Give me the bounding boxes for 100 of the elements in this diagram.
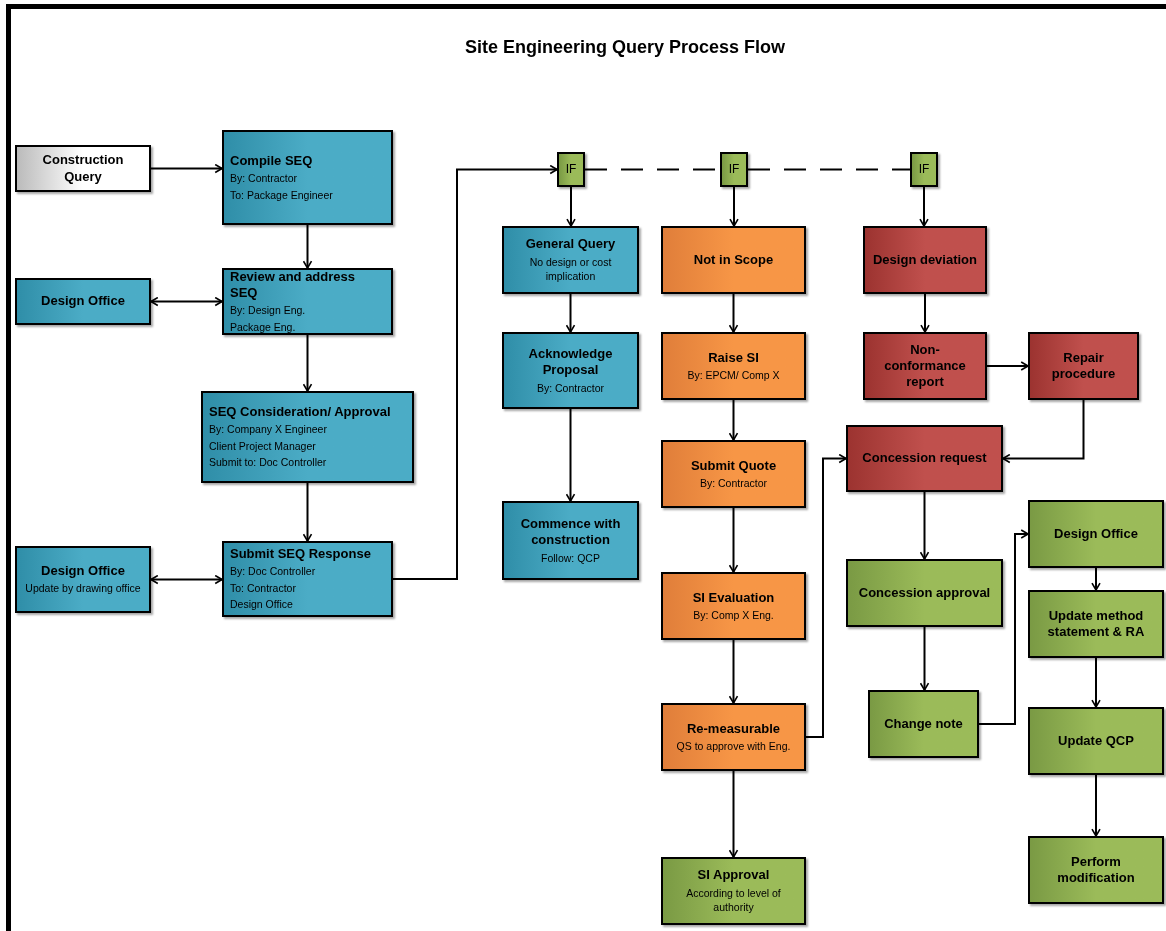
step-detail: To: Contractor	[230, 580, 296, 596]
process-box	[201, 391, 414, 483]
process-box	[846, 559, 1003, 627]
process-box	[863, 332, 987, 400]
arrow	[729, 186, 739, 227]
step-detail: Update by drawing office	[25, 581, 141, 596]
arrow	[392, 164, 558, 580]
step-detail: Client Project Manager	[209, 438, 316, 454]
process-box	[222, 130, 393, 225]
arrow	[919, 491, 930, 560]
arrow	[302, 334, 313, 392]
step-title: Concession approval	[858, 584, 991, 602]
step-title: Review and address SEQ	[230, 268, 356, 302]
condition-label: IF	[728, 162, 740, 177]
step-detail: Package Eng.	[230, 319, 296, 335]
step-title: Update QCP	[1058, 732, 1134, 750]
step-title: Design Office	[41, 293, 125, 310]
step-title: Update method statement & RA	[1046, 607, 1146, 641]
condition-label: IF	[565, 162, 577, 177]
step-title: Submit Quote	[690, 457, 777, 474]
process-box	[863, 226, 987, 294]
step-title: Acknowledge Proposal	[527, 346, 614, 379]
step-title: Design Office	[1054, 525, 1138, 543]
condition-box	[720, 152, 748, 187]
arrow	[1091, 657, 1101, 708]
process-box	[1028, 500, 1164, 568]
arrow	[302, 224, 313, 269]
step-detail: Submit to: Doc Controller	[209, 455, 327, 470]
step-title: Concession request	[862, 450, 987, 467]
process-box	[502, 501, 639, 580]
process-box	[502, 226, 639, 294]
condition-label: IF	[918, 162, 930, 177]
process-box	[846, 425, 1003, 492]
process-box	[1028, 590, 1164, 658]
step-detail: According to level of authority	[685, 885, 782, 915]
arrow	[920, 293, 930, 333]
arrow	[728, 293, 739, 333]
arrow	[919, 186, 929, 227]
step-title: Raise SI	[708, 349, 759, 366]
arrow	[150, 296, 223, 307]
process-box	[222, 268, 393, 335]
arrow	[1002, 399, 1085, 464]
arrow	[728, 399, 739, 441]
start-box	[15, 145, 151, 192]
diagram-title: Site Engineering Query Process Flow	[463, 36, 787, 59]
step-title: Change note	[884, 715, 963, 733]
step-title: Non-conformance report	[883, 341, 967, 391]
arrow	[978, 529, 1029, 725]
process-box	[1028, 332, 1139, 400]
step-title: SI Evaluation	[692, 589, 775, 606]
step-detail: To: Package Engineer	[230, 187, 333, 203]
process-box	[661, 226, 806, 294]
step-detail: By: Company X Engineer	[209, 422, 327, 437]
process-box	[661, 332, 806, 400]
step-title: Construction Query	[41, 152, 125, 185]
step-detail: Follow: QCP	[541, 550, 600, 565]
process-box	[868, 690, 979, 758]
arrow	[302, 482, 313, 542]
step-title: SEQ Consideration/ Approval	[209, 404, 391, 421]
process-box	[1028, 707, 1164, 775]
arrow	[565, 293, 576, 333]
process-box	[15, 546, 151, 613]
step-detail: By: Contractor	[230, 171, 298, 186]
arrow	[566, 186, 576, 227]
step-title: Commence with construction	[519, 516, 622, 549]
step-title: Submit SEQ Response	[230, 546, 371, 563]
step-detail: Design Office	[230, 597, 293, 612]
process-box	[222, 541, 393, 617]
step-title: Design Office	[41, 563, 125, 580]
arrow	[1091, 774, 1101, 837]
step-detail: By: Doc Controller	[230, 564, 316, 579]
step-detail: By: Contractor	[699, 475, 768, 491]
arrow	[150, 163, 223, 174]
arrow	[150, 574, 223, 585]
step-detail: QS to approve with Eng.	[676, 738, 791, 754]
step-detail: No design or cost implication	[528, 254, 613, 284]
step-title: Repair procedure	[1050, 349, 1117, 383]
step-title: Compile SEQ	[230, 152, 313, 170]
step-title: General Query	[525, 236, 616, 253]
condition-box	[910, 152, 938, 187]
arrow	[805, 453, 847, 738]
step-title: Perform modification	[1056, 853, 1136, 887]
dashed-connector	[747, 168, 911, 171]
arrow	[565, 408, 576, 502]
step-title: SI Approval	[697, 867, 770, 884]
step-detail: By: Contractor	[536, 380, 605, 395]
arrow	[728, 507, 739, 573]
arrow	[986, 361, 1029, 371]
process-box	[661, 440, 806, 508]
step-title: Design deviation	[873, 251, 977, 269]
process-box	[15, 278, 151, 325]
step-detail: By: Design Eng.	[230, 303, 306, 318]
process-box	[661, 703, 806, 771]
arrow	[728, 770, 739, 858]
process-box	[661, 572, 806, 640]
step-detail: By: EPCM/ Comp X	[687, 367, 780, 383]
process-box	[1028, 836, 1164, 904]
condition-box	[557, 152, 585, 187]
step-title: Re-measurable	[686, 720, 781, 737]
arrow	[1091, 567, 1101, 591]
